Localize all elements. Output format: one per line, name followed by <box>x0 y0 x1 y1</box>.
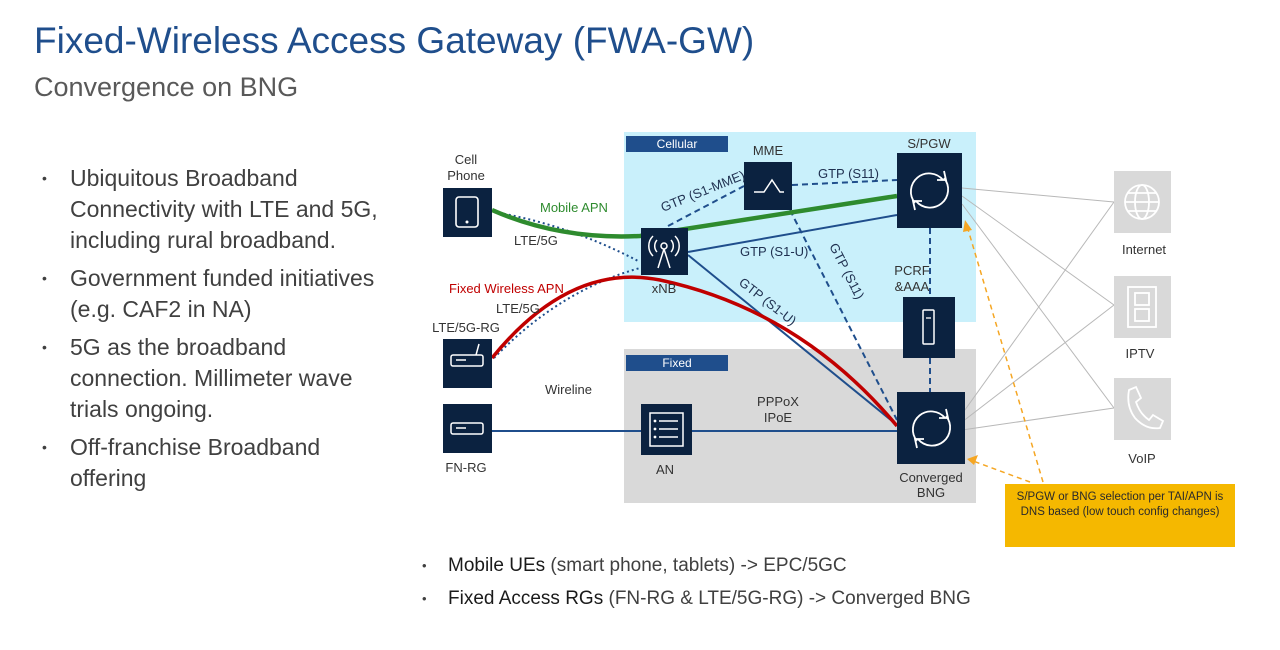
fixed-zone-label: Fixed <box>662 356 691 370</box>
gtp-s1u-top-label: GTP (S1-U) <box>740 244 808 259</box>
pcrf-label: PCRF&AAA <box>894 263 929 294</box>
internet-label: Internet <box>1122 242 1166 257</box>
gateway-cycle-icon <box>910 170 949 211</box>
lte-rg-label: LTE/5G-RG <box>432 320 500 335</box>
globe-icon <box>1124 184 1160 220</box>
spgw-label: S/PGW <box>907 136 951 151</box>
voip-label: VoIP <box>1128 451 1155 466</box>
voip-node <box>1114 378 1171 440</box>
mobile-apn-label: Mobile APN <box>540 200 608 215</box>
bullet-item: •Off-franchise Broadband offering <box>42 434 321 491</box>
note-arrowhead-bottom <box>967 455 978 465</box>
bottom-bullet-text: (FN-RG & LTE/5G-RG) -> Converged BNG <box>603 588 971 609</box>
xnb-label: xNB <box>652 281 677 296</box>
gtp-s11-top-label: GTP (S11) <box>818 166 879 181</box>
lte-5g-bottom-label: LTE/5G <box>496 301 540 316</box>
dashed-links <box>667 179 931 421</box>
bullet-text: Off-franchise Broadband offering <box>70 434 321 491</box>
iptv-label: IPTV <box>1126 346 1155 361</box>
mme-icon <box>754 178 784 193</box>
bullet-item: •Ubiquitous Broadband Connectivity with … <box>42 165 378 253</box>
an-label: AN <box>656 462 674 477</box>
fn-rg-label: FN-RG <box>445 460 486 475</box>
bottom-bullet-list: •Mobile UEs (smart phone, tablets) -> EP… <box>420 549 971 615</box>
pppox-label: PPPoX <box>757 394 799 409</box>
left-bullet-list: •Ubiquitous Broadband Connectivity with … <box>40 163 385 501</box>
router-icon <box>450 354 484 367</box>
bng-cycle-icon <box>912 408 951 449</box>
dns-selection-note: S/PGW or BNG selection per TAI/APN is DN… <box>1005 484 1235 547</box>
modem-icon <box>450 422 484 435</box>
phone-icon <box>455 196 479 228</box>
antenna-icon <box>648 235 680 269</box>
server-icon <box>922 309 935 345</box>
ipoe-label: IPoE <box>764 410 793 425</box>
film-icon <box>1127 286 1157 328</box>
slide-title: Fixed-Wireless Access Gateway (FWA-GW) <box>34 20 755 61</box>
bottom-bullet-item: •Mobile UEs (smart phone, tablets) -> EP… <box>422 555 847 576</box>
access-node-icon <box>649 412 684 447</box>
solid-links <box>492 214 898 432</box>
bullet-text: Government funded initiatives (e.g. CAF2… <box>70 265 375 322</box>
bottom-bullet-bold: Mobile UEs <box>448 555 546 576</box>
mme-label: MME <box>753 143 784 158</box>
phone-handset-icon <box>1127 385 1165 430</box>
lte-5g-top-label: LTE/5G <box>514 233 558 248</box>
bullet-text: Ubiquitous Broadband Connectivity with L… <box>70 165 378 253</box>
bullet-item: •5G as the broadband connection. Millime… <box>42 334 353 422</box>
wireline-label: Wireline <box>545 382 592 397</box>
bng-node <box>897 392 965 464</box>
iptv-node <box>1114 276 1171 338</box>
cell-phone-node <box>443 188 492 237</box>
cellular-zone-label: Cellular <box>657 137 698 151</box>
note-arrowhead-top <box>963 220 972 232</box>
note-arrows <box>966 225 1044 483</box>
slide-subtitle: Convergence on BNG <box>34 72 299 102</box>
bullet-item: •Government funded initiatives (e.g. CAF… <box>42 265 375 322</box>
fixed-apn-label: Fixed Wireless APN <box>449 281 564 296</box>
cellular-zone-tag <box>626 136 728 152</box>
service-fan-lines <box>961 187 1115 431</box>
spgw-node <box>897 153 962 228</box>
fixed-zone-tag <box>626 355 728 371</box>
bottom-bullet-bold: Fixed Access RGs <box>448 588 604 609</box>
bullet-text: 5G as the broadband connection. Millimet… <box>70 334 353 422</box>
bottom-bullet-text: (smart phone, tablets) -> EPC/5GC <box>545 555 847 576</box>
bottom-bullet-item: •Fixed Access RGs (FN-RG & LTE/5G-RG) ->… <box>422 588 971 609</box>
fixed-apn-path <box>490 275 899 428</box>
pcrf-node <box>903 297 955 358</box>
